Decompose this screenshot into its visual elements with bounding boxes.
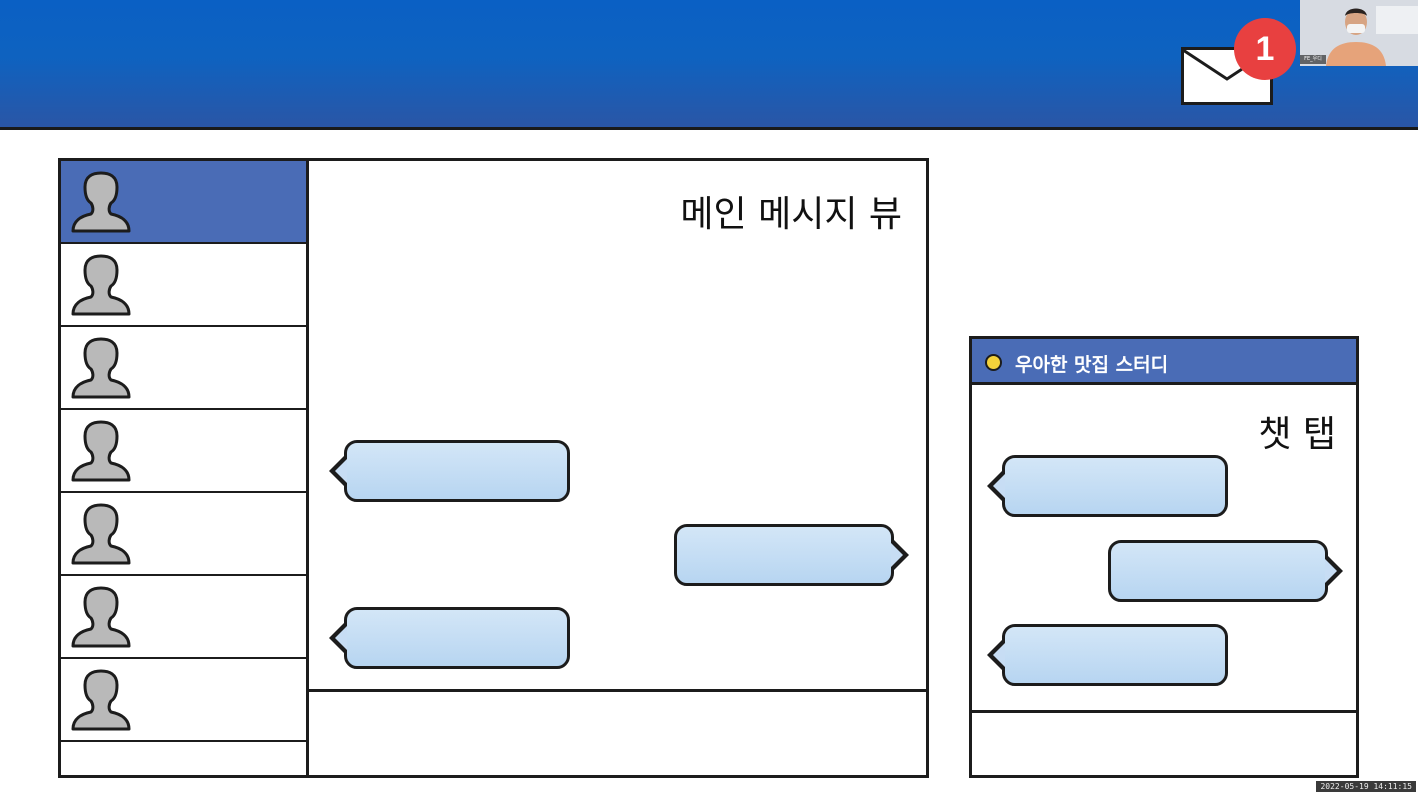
incoming-message-bubble bbox=[1002, 624, 1228, 686]
contact-item[interactable] bbox=[61, 410, 306, 493]
person-icon bbox=[71, 669, 131, 731]
person-icon bbox=[71, 420, 131, 482]
recording-timestamp: 2022-05-19 14:11:15 bbox=[1316, 781, 1416, 792]
person-icon bbox=[71, 586, 131, 648]
incoming-message-bubble bbox=[1002, 455, 1228, 517]
contact-item[interactable] bbox=[61, 659, 306, 742]
chat-room-name: 우아한 맛집 스터디 bbox=[1015, 354, 1169, 376]
contact-item[interactable] bbox=[61, 576, 306, 659]
outgoing-message-bubble bbox=[674, 524, 894, 586]
person-icon bbox=[71, 337, 131, 399]
chat-tab-label: 챗 탭 bbox=[1258, 414, 1336, 455]
main-message-window: 메인 메시지 뷰 bbox=[58, 158, 929, 778]
presenter-video bbox=[1300, 0, 1418, 66]
incoming-message-bubble bbox=[344, 440, 570, 502]
top-banner: 1 bbox=[0, 0, 1418, 130]
contact-item[interactable] bbox=[61, 493, 306, 576]
chat-tab-window: 우아한 맛집 스터디 챗 탭 bbox=[969, 336, 1359, 778]
contact-item[interactable] bbox=[61, 161, 306, 244]
message-input-area[interactable] bbox=[306, 689, 926, 692]
contact-item[interactable] bbox=[61, 244, 306, 327]
person-icon bbox=[71, 254, 131, 316]
contact-list bbox=[61, 161, 309, 775]
status-dot-icon bbox=[985, 354, 1002, 371]
outgoing-message-bubble bbox=[1108, 540, 1328, 602]
webcam-overlay bbox=[1300, 0, 1418, 66]
webcam-name-label: FE_우디 bbox=[1300, 55, 1326, 64]
notification-badge: 1 bbox=[1234, 18, 1296, 80]
main-view-title: 메인 메시지 뷰 bbox=[680, 194, 902, 235]
chat-tab-header[interactable]: 우아한 맛집 스터디 bbox=[972, 339, 1356, 385]
chat-input-area[interactable] bbox=[972, 710, 1356, 713]
person-icon bbox=[71, 503, 131, 565]
contact-item[interactable] bbox=[61, 327, 306, 410]
incoming-message-bubble bbox=[344, 607, 570, 669]
person-icon bbox=[71, 171, 131, 233]
